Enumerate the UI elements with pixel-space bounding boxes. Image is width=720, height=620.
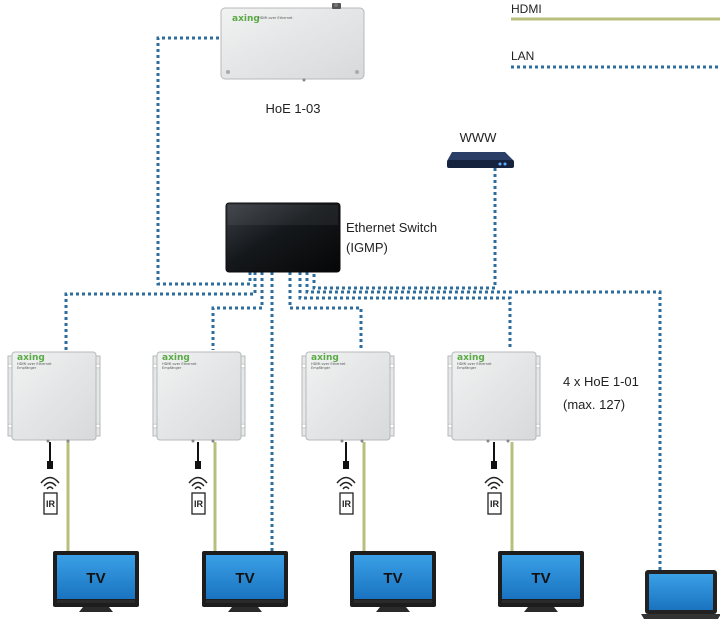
encoder-box-icon: axing HDMI over Ethernet [220,3,365,82]
legend-hdmi-label: HDMI [511,2,542,16]
lan-cable-receiver-4 [298,272,512,350]
tv-label: TV [383,570,402,587]
ethernet-switch-icon [225,202,341,273]
receiver-subtext-2: Empfänger [311,366,331,370]
lan-cable-receiver-1 [64,272,257,350]
encoder-subtext: HDMI over Ethernet [258,16,293,20]
receiver-subtext-2: Empfänger [17,366,37,370]
tv-label: TV [531,570,550,587]
router-icon [447,152,514,168]
encoder-label: HoE 1-03 [266,101,321,116]
receiver-subtext: HDMI over Ethernet [311,362,346,366]
ir-receiver-icon: IR [484,442,504,515]
receiver-subtext-2: Empfänger [162,366,182,370]
legend: HDMI LAN [511,2,720,69]
tv-label: TV [86,570,105,587]
receivers-label-line2: (max. 127) [563,397,625,412]
encoder-logo: axing [232,14,260,24]
legend-lan-label: LAN [511,49,534,63]
receiver-subtext: HDMI over Ethernet [162,362,197,366]
receiver-logo: axing [311,353,339,363]
lan-cables [64,36,662,570]
ir-receiver-icon: IR [188,442,208,515]
tv-icon: TV [350,551,436,612]
receiver-logo: axing [457,353,485,363]
www-label: WWW [460,130,498,145]
lan-cable-router [312,168,497,290]
lan-cable-laptop [305,272,662,570]
receiver-logo: axing [162,353,190,363]
tv-icon: TV [53,551,139,612]
tv-icon: TV [498,551,584,612]
lan-cable-receiver-2 [211,272,264,350]
hdmi-cables [66,442,514,553]
ir-label: IR [490,499,500,509]
ir-label: IR [194,499,204,509]
ir-label: IR [46,499,56,509]
lan-cable-receiver-3 [288,272,363,350]
tv-label: TV [235,570,254,587]
receivers-label-line1: 4 x HoE 1-01 [563,374,639,389]
switch-label-line1: Ethernet Switch [346,220,437,235]
tv-group: TV TV TV TV [53,551,584,612]
receiver-logo: axing [17,353,45,363]
ir-receiver-icon: IR [336,442,356,515]
receiver-subtext: HDMI over Ethernet [17,362,52,366]
switch-label-line2: (IGMP) [346,240,388,255]
receiver-subtext-2: Empfänger [457,366,477,370]
lan-cable-encoder [156,36,252,286]
receiver-subtext: HDMI over Ethernet [457,362,492,366]
tv-icon: TV [202,551,288,612]
ir-receiver-icon: IR [40,442,60,515]
laptop-icon [641,570,720,619]
ir-label: IR [342,499,352,509]
ir-group: IR IR IR IR [40,442,504,515]
